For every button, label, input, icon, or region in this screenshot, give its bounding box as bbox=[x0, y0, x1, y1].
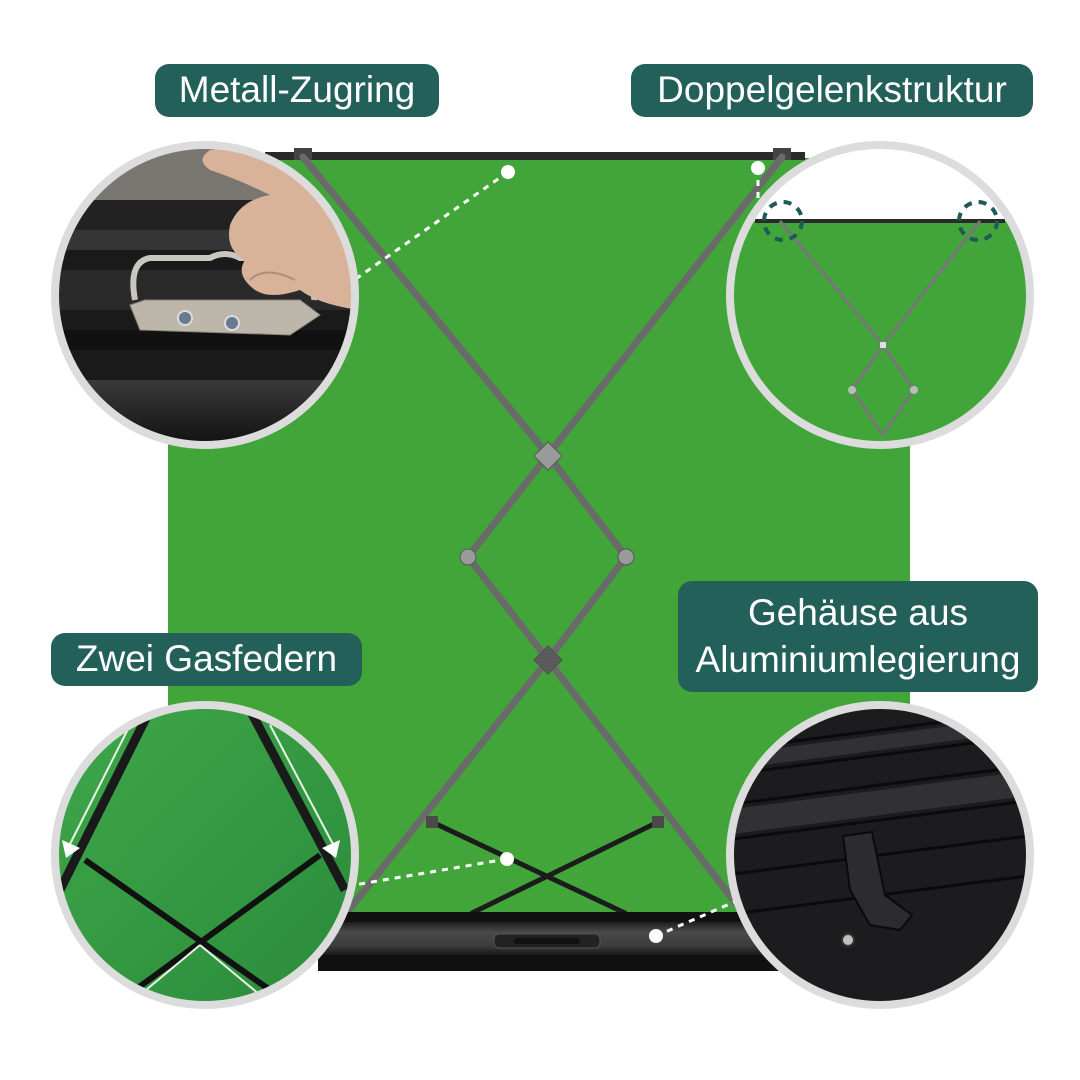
label-text-line-1: Gehäuse aus bbox=[747, 592, 969, 634]
scissor-frame bbox=[299, 153, 786, 919]
detail-circle-aluminium-housing bbox=[726, 701, 1034, 1009]
label-text-line-2: Aluminiumlegierung bbox=[695, 638, 1021, 680]
frame-joints bbox=[459, 441, 635, 675]
label-text: Metall-Zugring bbox=[178, 69, 416, 111]
label-double-joint-structure: Doppelgelenkstruktur bbox=[631, 64, 1033, 117]
detail-circle-gas-springs bbox=[51, 701, 359, 1009]
label-text: Zwei Gasfedern bbox=[75, 638, 338, 680]
base-housing bbox=[318, 912, 798, 971]
label-text: Doppelgelenkstruktur bbox=[657, 69, 1007, 111]
connector-dots bbox=[500, 161, 765, 943]
label-two-gas-springs: Zwei Gasfedern bbox=[51, 633, 362, 686]
detail-circle-pull-ring bbox=[51, 141, 359, 449]
detail-circle-double-joint bbox=[726, 141, 1034, 449]
gas-springs bbox=[429, 819, 661, 916]
label-metal-pull-ring: Metall-Zugring bbox=[155, 64, 439, 117]
label-aluminium-housing: Gehäuse aus Aluminiumlegierung bbox=[678, 581, 1038, 692]
